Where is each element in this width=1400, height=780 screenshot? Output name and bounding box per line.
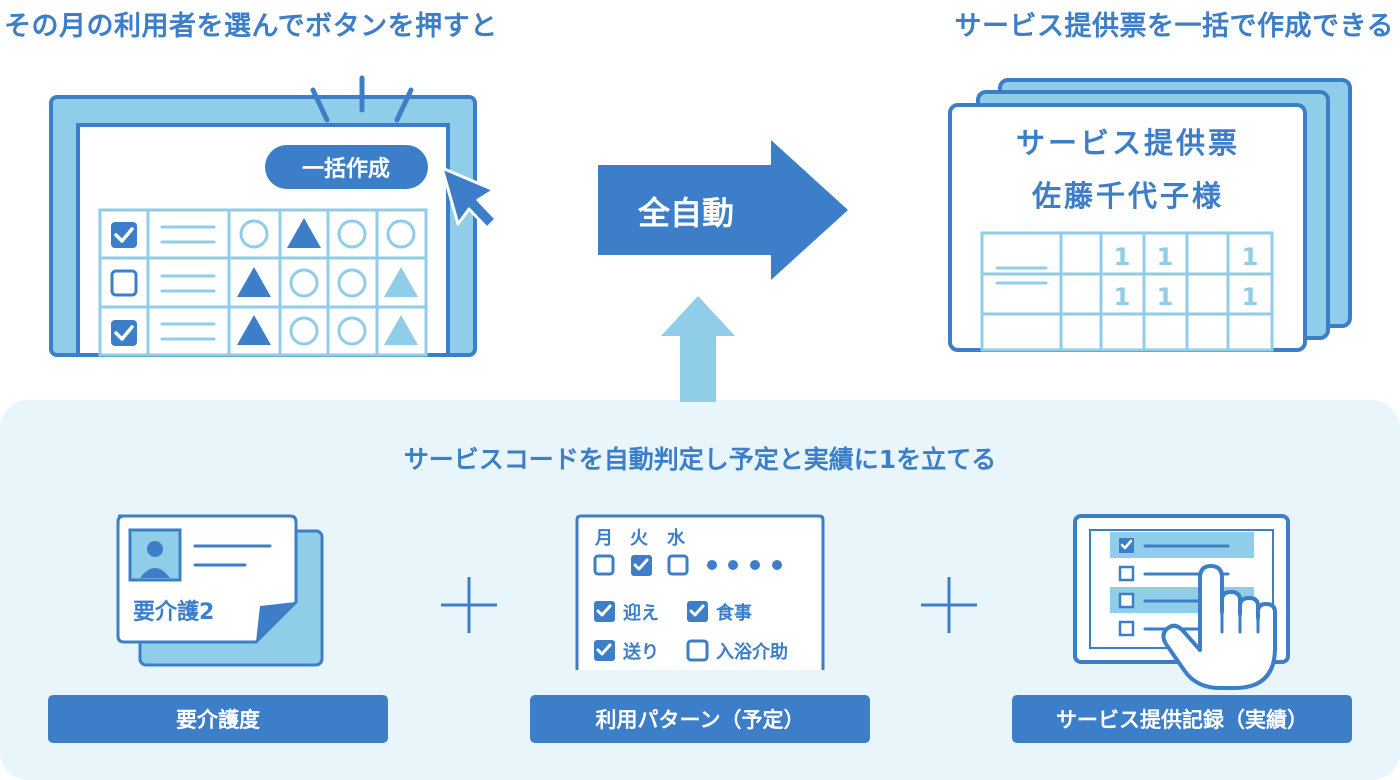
slip-title: サービス提供票 (1016, 126, 1240, 160)
pointing-hand-icon (1161, 564, 1277, 690)
slip-cell: 1 (1242, 243, 1259, 271)
slip-cell: 1 (1157, 283, 1174, 311)
panel-title: サービスコードを自動判定し予定と実績に1を立てる (403, 445, 997, 474)
service-slip-stack: サービス提供票 佐藤千代子様 1 1 1 1 1 (948, 78, 1352, 352)
auto-arrow-label: 全自動 (637, 194, 734, 232)
option-checkbox[interactable] (594, 640, 615, 661)
slip-cell: 1 (1114, 243, 1131, 271)
record-checkbox[interactable] (1118, 592, 1135, 609)
name-lines (160, 225, 216, 341)
user-list-table (98, 208, 428, 357)
row-checkbox-checked[interactable] (111, 320, 137, 346)
care-level-value: 要介護2 (133, 599, 214, 625)
option-label: 送り (622, 641, 659, 663)
tablet-illustration (1073, 514, 1290, 690)
bulk-create-button-label: 一括作成 (302, 157, 390, 182)
click-burst-icon (310, 75, 414, 123)
option-checkbox[interactable] (686, 639, 709, 662)
row-checkbox-checked[interactable] (111, 222, 137, 248)
day-label: 水 (667, 527, 686, 549)
day-label: 月 (594, 528, 613, 549)
left-heading: その月の利用者を選んでボタンを押すと (4, 11, 498, 42)
cursor-icon (440, 166, 498, 230)
person-avatar-icon (128, 528, 182, 582)
slip-cell: 1 (1157, 243, 1174, 271)
label-service-record: サービス提供記録（実績） (1012, 695, 1352, 743)
monitor-illustration: 一括作成 (49, 75, 498, 357)
record-checkbox[interactable] (1118, 565, 1135, 582)
right-heading: サービス提供票を一括で作成できる (954, 11, 1394, 42)
option-label: 食事 (715, 602, 752, 624)
up-arrow (661, 296, 735, 402)
usage-pattern-card: 月 火 水 迎え 食事 (575, 514, 825, 670)
option-label: 入浴介助 (716, 641, 788, 663)
plus-icon (921, 577, 977, 633)
slip-cell: 1 (1242, 283, 1259, 311)
option-checkbox[interactable] (594, 601, 615, 622)
day-checkbox[interactable] (631, 555, 652, 576)
day-checkbox[interactable] (593, 554, 615, 576)
triangle-marks (237, 218, 321, 345)
label-usage-pattern: 利用パターン（予定） (530, 695, 870, 743)
plus-icon (441, 577, 497, 633)
bulk-create-button[interactable]: 一括作成 (265, 145, 428, 189)
option-label: 迎え (623, 602, 659, 624)
day-label: 火 (630, 528, 649, 549)
record-checkbox[interactable] (1119, 538, 1134, 553)
auto-arrow: 全自動 (598, 140, 848, 280)
record-checkbox[interactable] (1118, 620, 1135, 637)
slip-recipient-name: 佐藤千代子様 (1031, 179, 1224, 213)
slip-table: 1 1 1 1 1 1 (980, 231, 1274, 352)
option-checkbox[interactable] (687, 601, 708, 622)
care-level-card: 要介護2 (116, 514, 324, 667)
slip-cell: 1 (1114, 283, 1131, 311)
ellipsis-dots (707, 560, 782, 570)
day-checkbox[interactable] (667, 554, 689, 576)
label-care-level: 要介護度 (48, 695, 388, 743)
row-checkbox-unchecked[interactable] (110, 269, 138, 297)
circle-marks (239, 219, 416, 346)
